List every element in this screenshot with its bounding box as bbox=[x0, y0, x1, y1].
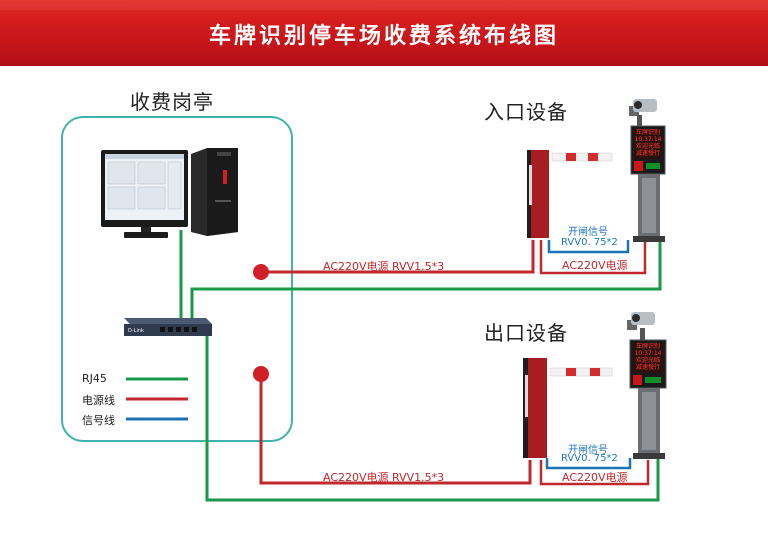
entrance-camera-pole-icon bbox=[629, 99, 666, 242]
rj45-exit-line bbox=[205, 332, 660, 502]
exit-power-main-label: AC220V电源 RVV1.5*3 bbox=[323, 471, 445, 484]
entrance-signal-cable-label: RVV0. 75*2 bbox=[561, 237, 618, 248]
exit-power-local-label: AC220V电源 bbox=[562, 471, 628, 484]
exit-camera-pole-icon bbox=[627, 312, 667, 459]
legend-power-label: 电源线 bbox=[82, 394, 115, 407]
exit-signal-label: 开闸信号 bbox=[568, 445, 608, 456]
entrance-power-main-line bbox=[262, 240, 535, 274]
legend-rj45-label: RJ45 bbox=[82, 372, 107, 385]
entrance-label: 入口设备 bbox=[484, 100, 568, 124]
exit-power-local-line bbox=[539, 460, 650, 486]
entrance-power-main-label: AC220V电源 RVV1.5*3 bbox=[323, 260, 445, 273]
exit-power-main-line bbox=[259, 373, 532, 485]
entrance-signal-line bbox=[547, 240, 630, 254]
exit-power-source-dot bbox=[253, 366, 269, 382]
legend-signal-label: 信号线 bbox=[82, 414, 115, 427]
title-banner: 车牌识别停车场收费系统布线图 bbox=[0, 0, 768, 66]
switch-brand: D-Link bbox=[128, 328, 144, 334]
pc-tower-icon bbox=[191, 148, 238, 236]
exit-label: 出口设备 bbox=[484, 321, 568, 345]
diagram-title: 车牌识别停车场收费系统布线图 bbox=[208, 23, 559, 49]
booth-enclosure bbox=[61, 116, 293, 442]
entrance-led-display-text: 车牌识别 10:37:14 欢迎光临 减速慢行 bbox=[634, 129, 662, 157]
entrance-power-local-line bbox=[539, 240, 647, 275]
entrance-signal-label: 开闸信号 bbox=[568, 227, 608, 238]
rj45-entrance-line bbox=[190, 238, 662, 320]
network-switch-icon: D-Link bbox=[124, 318, 212, 336]
exit-barrier-gate-icon bbox=[523, 358, 613, 458]
booth-label: 收费岗亭 bbox=[130, 90, 214, 114]
entrance-power-local-label: AC220V电源 bbox=[562, 259, 628, 272]
exit-led-display-text: 车牌识别 10:37:14 欢迎光临 减速慢行 bbox=[634, 343, 662, 371]
exit-signal-line bbox=[545, 458, 632, 470]
entrance-barrier-gate-icon bbox=[527, 150, 613, 238]
entrance-power-source-dot bbox=[253, 264, 269, 280]
monitor-icon bbox=[101, 150, 188, 238]
exit-signal-cable-label: RVV0. 75*2 bbox=[561, 453, 618, 464]
